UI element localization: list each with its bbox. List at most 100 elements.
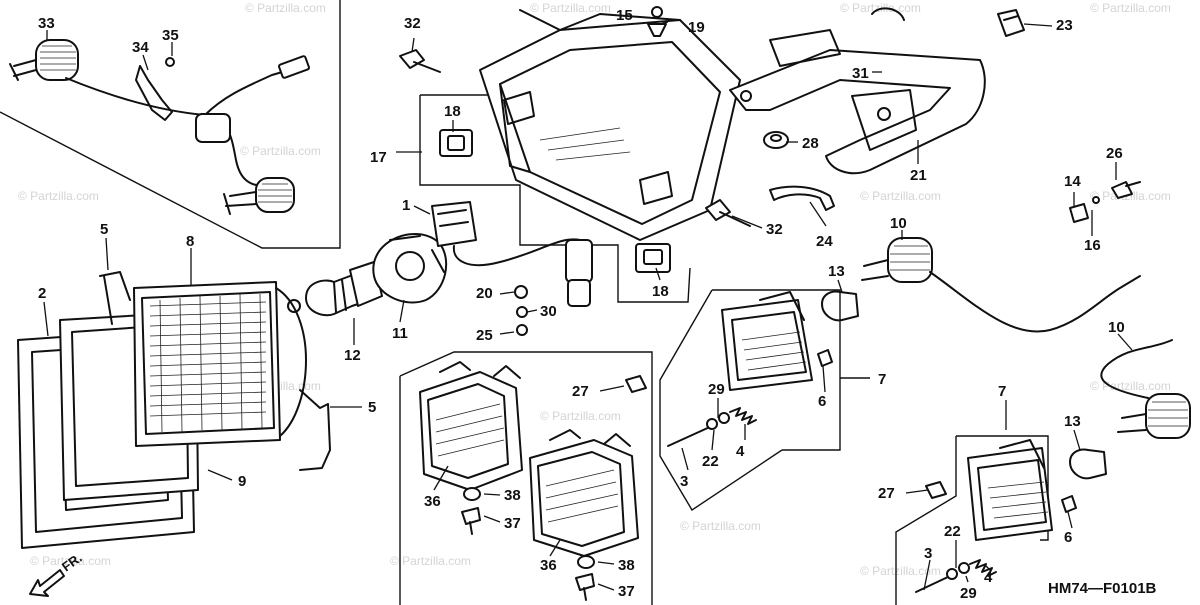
diagram-code: HM74—F0101B bbox=[1048, 580, 1157, 597]
callout-18: 18 bbox=[444, 103, 461, 120]
callout-36: 36 bbox=[540, 557, 557, 574]
callout-15: 15 bbox=[616, 7, 633, 24]
turn-signal-hardware-part bbox=[625, 349, 833, 447]
callout-35: 35 bbox=[162, 27, 179, 44]
turn-signal-lens-part bbox=[721, 291, 813, 391]
callout-26: 26 bbox=[1106, 145, 1123, 162]
callout-14: 14 bbox=[1064, 173, 1081, 190]
callout-6: 6 bbox=[818, 393, 826, 410]
washer-part bbox=[514, 285, 528, 336]
callout-37: 37 bbox=[504, 515, 521, 532]
clip-part bbox=[635, 243, 671, 273]
watermark-text: © Partzilla.com bbox=[1090, 1, 1171, 15]
turn-signal-group-border bbox=[659, 289, 870, 511]
bolt-part bbox=[399, 49, 441, 73]
watermark-text: © Partzilla.com bbox=[390, 554, 471, 568]
fog-light-hardware-part bbox=[461, 487, 595, 601]
callout-13: 13 bbox=[828, 263, 845, 280]
watermark-text: © Partzilla.com bbox=[860, 189, 941, 203]
callout-13: 13 bbox=[1064, 413, 1081, 430]
turn-signal-socket-part bbox=[1100, 339, 1191, 439]
fog-light-group-border bbox=[399, 351, 653, 605]
callout-4: 4 bbox=[984, 569, 993, 586]
callout-7: 7 bbox=[998, 383, 1006, 400]
callout-25: 25 bbox=[476, 327, 493, 344]
callout-36: 36 bbox=[424, 493, 441, 510]
grommet-part bbox=[763, 131, 789, 149]
harness-inset-border bbox=[0, 0, 341, 249]
turn-signal-hardware-part bbox=[915, 481, 1077, 593]
callout-38: 38 bbox=[504, 487, 521, 504]
callout-31: 31 bbox=[852, 65, 869, 82]
callout-23: 23 bbox=[1056, 17, 1073, 34]
turn-signal-group-border bbox=[895, 435, 1049, 605]
nut-part bbox=[1069, 181, 1141, 223]
callout-10: 10 bbox=[1108, 319, 1125, 336]
watermark-text: © Partzilla.com bbox=[680, 519, 761, 533]
headlight-bulb-part bbox=[305, 232, 448, 317]
turn-signal-socket-part bbox=[861, 237, 1141, 333]
callout-19: 19 bbox=[688, 19, 705, 36]
connector-part bbox=[431, 201, 593, 307]
callout-38: 38 bbox=[618, 557, 635, 574]
callout-21: 21 bbox=[910, 167, 927, 184]
callout-24: 24 bbox=[816, 233, 833, 250]
callout-18: 18 bbox=[652, 283, 669, 300]
callout-labels: 33 34 35 32 15 19 23 31 18 17 28 21 14 2… bbox=[38, 7, 1125, 602]
callout-34: 34 bbox=[132, 39, 149, 56]
callout-8: 8 bbox=[186, 233, 194, 250]
callout-29: 29 bbox=[960, 585, 977, 602]
turn-signal-lens-part bbox=[967, 439, 1053, 541]
socket-part bbox=[997, 9, 1025, 37]
callout-22: 22 bbox=[944, 523, 961, 540]
bolt-part bbox=[705, 199, 751, 227]
headlight-assembly bbox=[17, 271, 331, 549]
callout-27: 27 bbox=[572, 383, 589, 400]
callout-5: 5 bbox=[100, 221, 108, 238]
sub-harness-part bbox=[9, 39, 310, 215]
callout-32: 32 bbox=[404, 15, 421, 32]
watermark-text: © Partzilla.com bbox=[860, 564, 941, 578]
callout-22: 22 bbox=[702, 453, 719, 470]
callout-4: 4 bbox=[736, 443, 745, 460]
callout-33: 33 bbox=[38, 15, 55, 32]
callout-3: 3 bbox=[924, 545, 932, 562]
callout-37: 37 bbox=[618, 583, 635, 600]
callout-30: 30 bbox=[540, 303, 557, 320]
callout-29: 29 bbox=[708, 381, 725, 398]
callout-10: 10 bbox=[890, 215, 907, 232]
callout-6: 6 bbox=[1064, 529, 1072, 546]
callout-16: 16 bbox=[1084, 237, 1101, 254]
callout-32: 32 bbox=[766, 221, 783, 238]
watermark-text: © Partzilla.com bbox=[245, 1, 326, 15]
callout-28: 28 bbox=[802, 135, 819, 152]
callout-12: 12 bbox=[344, 347, 361, 364]
callout-2: 2 bbox=[38, 285, 46, 302]
callout-9: 9 bbox=[238, 473, 246, 490]
watermark-text: © Partzilla.com bbox=[18, 189, 99, 203]
callout-7: 7 bbox=[878, 371, 886, 388]
fog-light-part bbox=[529, 429, 639, 557]
turn-signal-bulb-part bbox=[1069, 448, 1107, 480]
callout-27: 27 bbox=[878, 485, 895, 502]
leader-lines bbox=[43, 21, 1133, 591]
headlight-stay-part bbox=[729, 7, 986, 175]
callout-3: 3 bbox=[680, 473, 688, 490]
callout-5: 5 bbox=[368, 399, 376, 416]
watermark-text: © Partzilla.com bbox=[1090, 189, 1171, 203]
watermark-text: © Partzilla.com bbox=[30, 554, 111, 568]
watermark-text: © Partzilla.com bbox=[530, 1, 611, 15]
callout-1: 1 bbox=[402, 197, 410, 214]
watermark-text: © Partzilla.com bbox=[1090, 379, 1171, 393]
watermark-text: © Partzilla.com bbox=[540, 409, 621, 423]
callout-17: 17 bbox=[370, 149, 387, 166]
clip-part bbox=[439, 129, 473, 157]
watermark-text: © Partzilla.com bbox=[240, 144, 321, 158]
fog-light-part bbox=[419, 361, 523, 491]
callout-11: 11 bbox=[392, 325, 408, 342]
bracket-clip-part bbox=[769, 185, 835, 211]
callout-20: 20 bbox=[476, 285, 493, 302]
headlight-case-part bbox=[479, 9, 741, 241]
